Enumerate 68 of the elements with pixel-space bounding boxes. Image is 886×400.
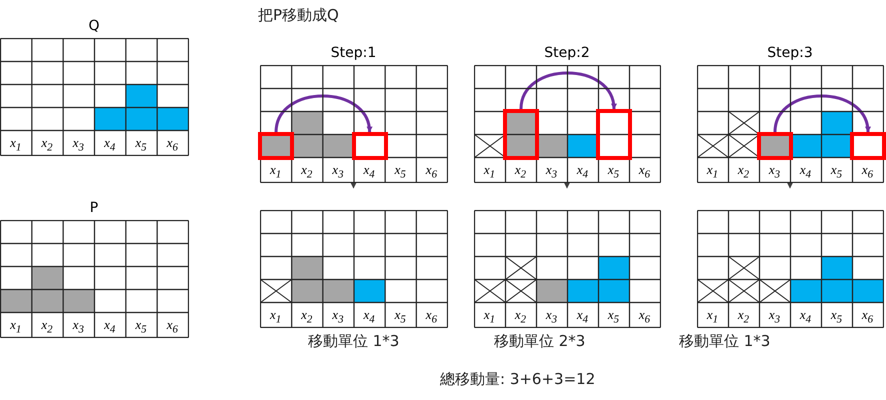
axis-label: x$_{4}$ (103, 316, 116, 334)
axis-label: x$_{5}$ (394, 306, 407, 324)
axis-label: x$_{6}$ (860, 306, 874, 324)
axis-label: x$_{2}$ (736, 161, 750, 179)
arrow (564, 182, 570, 189)
axis-label: x$_{1}$ (482, 306, 496, 324)
axis-label: x$_{4}$ (576, 306, 590, 324)
axis-label: x$_{6}$ (424, 306, 438, 324)
axis-label: x$_{2}$ (40, 316, 54, 334)
axis-label: x$_{6}$ (166, 134, 179, 152)
axis-label: x$_{3}$ (72, 316, 85, 334)
highlight-box (850, 132, 886, 160)
axis-label: x$_{5}$ (606, 306, 620, 324)
axis-label: x$_{1}$ (9, 316, 22, 334)
axis-label: x$_{4}$ (362, 161, 376, 179)
axis-label: x$_{3}$ (331, 306, 344, 324)
axis-label: x$_{4}$ (362, 306, 376, 324)
axis-label: x$_{5}$ (606, 161, 620, 179)
axis-label: x$_{2}$ (40, 134, 54, 152)
axis-label: x$_{1}$ (482, 161, 496, 179)
curved-arrow (520, 72, 616, 110)
axis-label: x$_{5}$ (830, 161, 844, 179)
axis-label: x$_{5}$ (134, 316, 148, 334)
axis-label: x$_{4}$ (576, 161, 590, 179)
highlight-box (352, 132, 388, 160)
axis-label: x$_{6}$ (638, 306, 652, 324)
step-caption: 移動單位 2*3 (494, 332, 586, 351)
axis-label: x$_{6}$ (424, 161, 438, 179)
axis-label: x$_{2}$ (514, 161, 528, 179)
grid-heading: P (90, 199, 98, 218)
axis-label: x$_{3}$ (544, 306, 558, 324)
grid-heading: Step:2 (544, 44, 590, 63)
axis-label: x$_{1}$ (268, 306, 282, 324)
axis-label: x$_{1}$ (268, 161, 282, 179)
axis-label: x$_{2}$ (514, 306, 528, 324)
axis-label: x$_{4}$ (798, 306, 812, 324)
axis-label: x$_{3}$ (72, 134, 85, 152)
axis-label: x$_{4}$ (798, 161, 812, 179)
axis-label: x$_{3}$ (544, 161, 558, 179)
step-caption: 移動單位 1*3 (308, 332, 400, 351)
arrow (350, 182, 356, 189)
axis-label: x$_{1}$ (706, 161, 720, 179)
curved-arrow (274, 94, 372, 133)
axis-label: x$_{2}$ (300, 306, 314, 324)
axis-label: x$_{1}$ (9, 134, 22, 152)
axis-label: x$_{5}$ (830, 306, 844, 324)
axis-label: x$_{3}$ (768, 161, 782, 179)
axis-label: x$_{5}$ (394, 161, 407, 179)
curved-arrow (774, 94, 870, 133)
grid-heading: Step:3 (767, 44, 813, 63)
axis-label: x$_{3}$ (768, 306, 782, 324)
total-caption: 總移動量: 3+6+3=12 (440, 370, 596, 389)
grid-heading: Q (88, 17, 100, 36)
highlight-box (503, 109, 539, 160)
axis-label: x$_{4}$ (103, 134, 116, 152)
arrow (787, 182, 793, 189)
highlight-box (596, 109, 632, 160)
axis-label: x$_{5}$ (134, 134, 148, 152)
axis-label: x$_{3}$ (331, 161, 344, 179)
diagram-title: 把P移動成Q (258, 6, 339, 25)
axis-label: x$_{6}$ (638, 161, 652, 179)
axis-label: x$_{1}$ (706, 306, 720, 324)
grid-heading: Step:1 (330, 44, 376, 63)
axis-label: x$_{6}$ (860, 161, 874, 179)
axis-label: x$_{2}$ (300, 161, 314, 179)
axis-label: x$_{2}$ (736, 306, 750, 324)
step-caption: 移動單位 1*3 (679, 332, 770, 351)
axis-label: x$_{6}$ (166, 316, 179, 334)
